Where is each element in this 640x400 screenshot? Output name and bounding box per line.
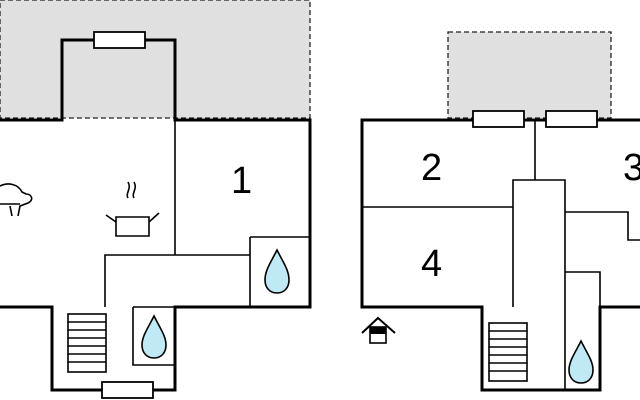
terrace-left (0, 0, 311, 119)
stairs-icon (488, 322, 528, 382)
room-number-3: 3 (623, 147, 640, 189)
window-top-left (93, 31, 146, 49)
bathroom-drop-icon (264, 248, 290, 294)
terrace-right (447, 31, 612, 119)
left-floor: 1 (0, 0, 312, 399)
wall-hall-right (512, 179, 566, 390)
room-number-2: 2 (421, 147, 442, 189)
left-floor-outline (0, 38, 312, 392)
wall-right-inner (565, 211, 640, 307)
window-right-2 (545, 110, 598, 128)
wall-hall-top (104, 254, 250, 307)
room-number-4: 4 (421, 243, 442, 285)
right-floor: 2 3 4 (360, 31, 640, 392)
stairs-icon (67, 313, 107, 373)
wall-bath1 (249, 236, 310, 307)
wall-bath2 (132, 306, 175, 366)
entrance-icon (361, 316, 396, 344)
room-number-1: 1 (231, 160, 252, 202)
window-bottom-left (101, 381, 154, 399)
sofa-icon (0, 183, 33, 217)
right-floor-outline (360, 118, 640, 392)
cooking-pot-icon (105, 181, 160, 237)
window-right-1 (472, 110, 525, 128)
bathroom-drop-icon (141, 314, 167, 359)
bathroom-drop-icon (568, 339, 594, 384)
